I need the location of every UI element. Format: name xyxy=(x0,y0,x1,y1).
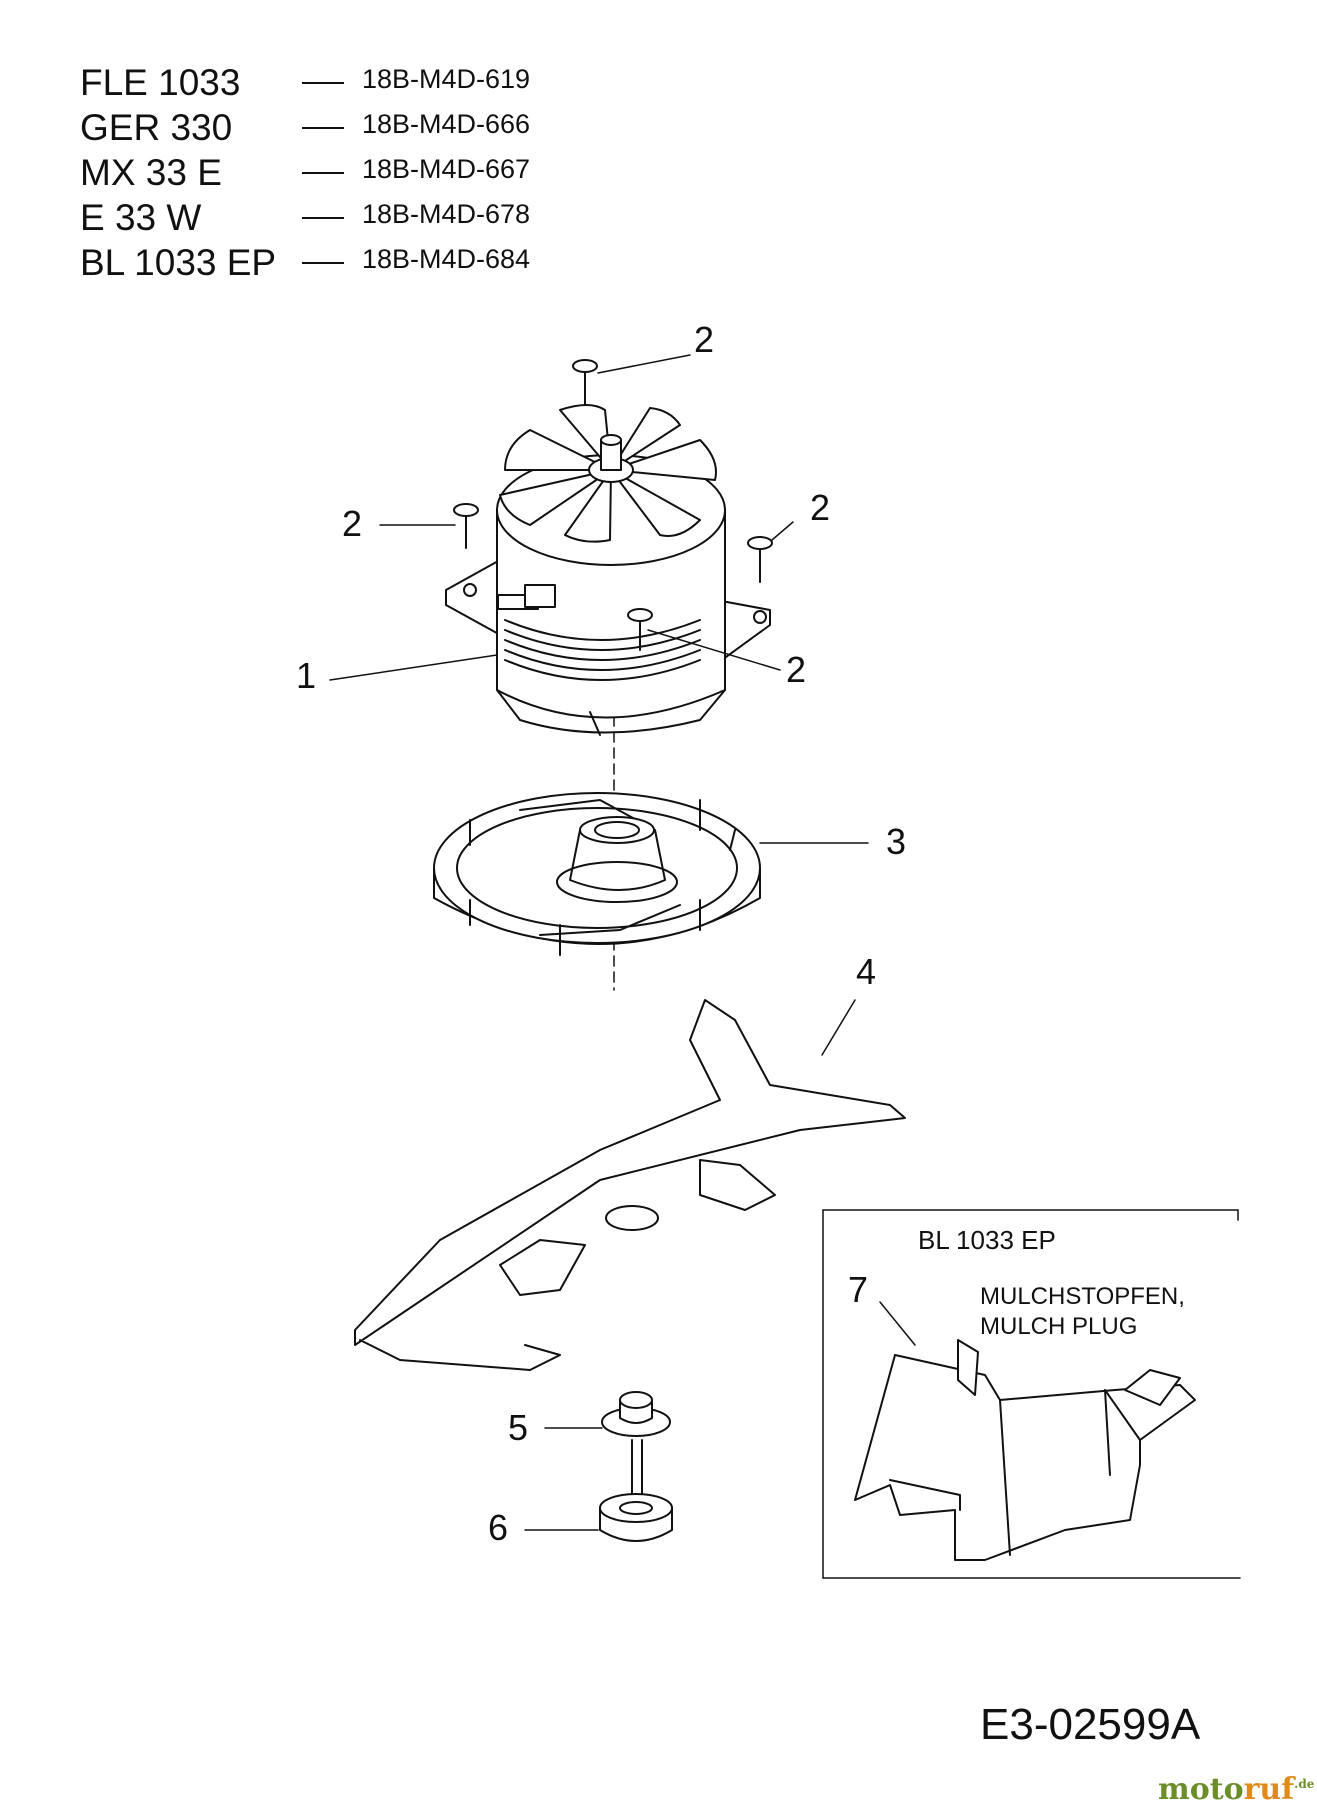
callout-screw-lower: 2 xyxy=(786,649,807,690)
model-code: 18B-M4D-678 xyxy=(362,199,531,229)
fan-drawing xyxy=(433,792,761,956)
adapter-drawing xyxy=(599,1493,673,1542)
inset-box xyxy=(822,1209,1241,1579)
model-code: 18B-M4D-666 xyxy=(362,109,531,139)
inset-note-line: MULCHSTOPFEN, xyxy=(980,1283,1185,1310)
model-code: 18B-M4D-667 xyxy=(362,154,531,184)
model-dash xyxy=(302,127,344,129)
washer-drawing xyxy=(601,1391,671,1501)
motor-fan-drawing xyxy=(499,404,717,543)
callout-adapter: 6 xyxy=(488,1507,509,1548)
model-dash xyxy=(302,262,344,264)
model-name: MX 33 E xyxy=(80,152,222,193)
callout-screw-top: 2 xyxy=(694,319,715,360)
blade-drawing xyxy=(354,999,906,1371)
model-dash xyxy=(302,172,344,174)
leader-lines xyxy=(329,354,916,1531)
watermark-part: ruf xyxy=(1243,1772,1295,1807)
model-dash xyxy=(302,82,344,84)
callout-blade: 4 xyxy=(856,951,877,992)
model-name: GER 330 xyxy=(80,107,233,148)
watermark-suffix: .de xyxy=(1294,1777,1315,1791)
model-code: 18B-M4D-619 xyxy=(362,64,531,94)
inset-note: MULCHSTOPFEN, MULCH PLUG xyxy=(980,1282,1185,1342)
inset-title: BL 1033 EP xyxy=(918,1225,1056,1255)
mulch-plug-drawing xyxy=(854,1339,1196,1561)
drawing-number: E3-02599A xyxy=(980,1700,1201,1749)
model-name: FLE 1033 xyxy=(80,62,241,103)
model-dash xyxy=(302,217,344,219)
watermark-part: moto xyxy=(1158,1772,1244,1807)
callout-screw-left: 2 xyxy=(342,503,363,544)
callout-washer: 5 xyxy=(508,1407,529,1448)
callout-screw-right: 2 xyxy=(810,487,831,528)
callout-mulch-plug: 7 xyxy=(848,1269,869,1310)
callout-motor: 1 xyxy=(296,655,317,696)
model-code: 18B-M4D-684 xyxy=(362,244,531,274)
callout-fan: 3 xyxy=(886,821,907,862)
model-name: BL 1033 EP xyxy=(80,242,277,283)
screw-drawing xyxy=(453,359,773,651)
inset-note-line: MULCH PLUG xyxy=(980,1313,1138,1340)
model-name: E 33 W xyxy=(80,197,202,238)
watermark-logo: motoruf.de xyxy=(1158,1772,1314,1807)
